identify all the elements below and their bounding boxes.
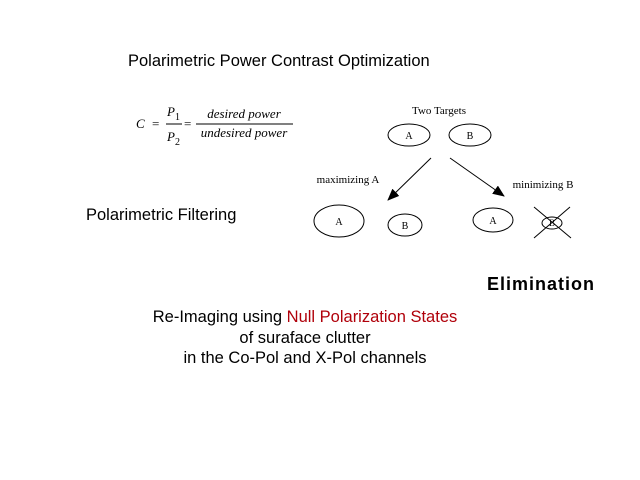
maximizing-a-label: maximizing A — [317, 174, 380, 186]
minimizing-b-label: minimizing B — [513, 179, 574, 191]
target-b-left-result-label: B — [402, 221, 409, 232]
target-a-right-result — [472, 207, 514, 233]
formula-equals-1: = — [152, 116, 159, 131]
formula-p1-sub: 1 — [175, 112, 180, 123]
target-a-top-label: A — [405, 131, 413, 142]
formula-denominator-text: undesired power — [201, 125, 288, 140]
elimination-cross-2 — [533, 206, 571, 239]
formula-p2-var: P — [166, 129, 175, 144]
polarimetric-filtering-label: Polarimetric Filtering — [86, 206, 237, 224]
contrast-formula: C = P 1 P 2 = desired power undesired po… — [136, 104, 293, 148]
target-a-right-result-label: A — [489, 216, 497, 227]
formula-equals-2: = — [184, 116, 191, 131]
arrow-minimizing-b — [449, 157, 505, 197]
formula-p2-sub: 2 — [175, 137, 180, 148]
null-polarization-states-highlight: Null Polarization States — [286, 308, 458, 326]
targets-diagram: Two Targets A B maximizing A minimizing … — [313, 105, 574, 239]
target-a-enlarged — [313, 204, 365, 238]
formula-numerator-text: desired power — [207, 106, 281, 121]
target-b-left-result — [387, 213, 423, 237]
reimaging-text: Re-Imaging using Null Polarization State… — [0, 307, 610, 369]
elimination-label: Elimination — [487, 274, 596, 294]
slide-title: Polarimetric Power Contrast Optimization — [128, 52, 430, 70]
target-a-enlarged-label: A — [335, 217, 343, 228]
reimaging-line-3: in the Co-Pol and X-Pol channels — [183, 349, 427, 367]
reimaging-prefix: Re-Imaging using — [152, 308, 287, 326]
formula-lhs: C — [136, 116, 145, 131]
target-b-top-label: B — [467, 131, 474, 142]
target-b-top — [448, 123, 492, 147]
formula-p1-var: P — [166, 104, 175, 119]
reimaging-line-2: of suraface clutter — [239, 328, 371, 347]
reimaging-line-1: Re-Imaging using Null Polarization State… — [0, 307, 610, 328]
arrow-maximizing-a — [387, 157, 432, 201]
two-targets-label: Two Targets — [412, 105, 466, 117]
target-a-top — [387, 123, 431, 147]
